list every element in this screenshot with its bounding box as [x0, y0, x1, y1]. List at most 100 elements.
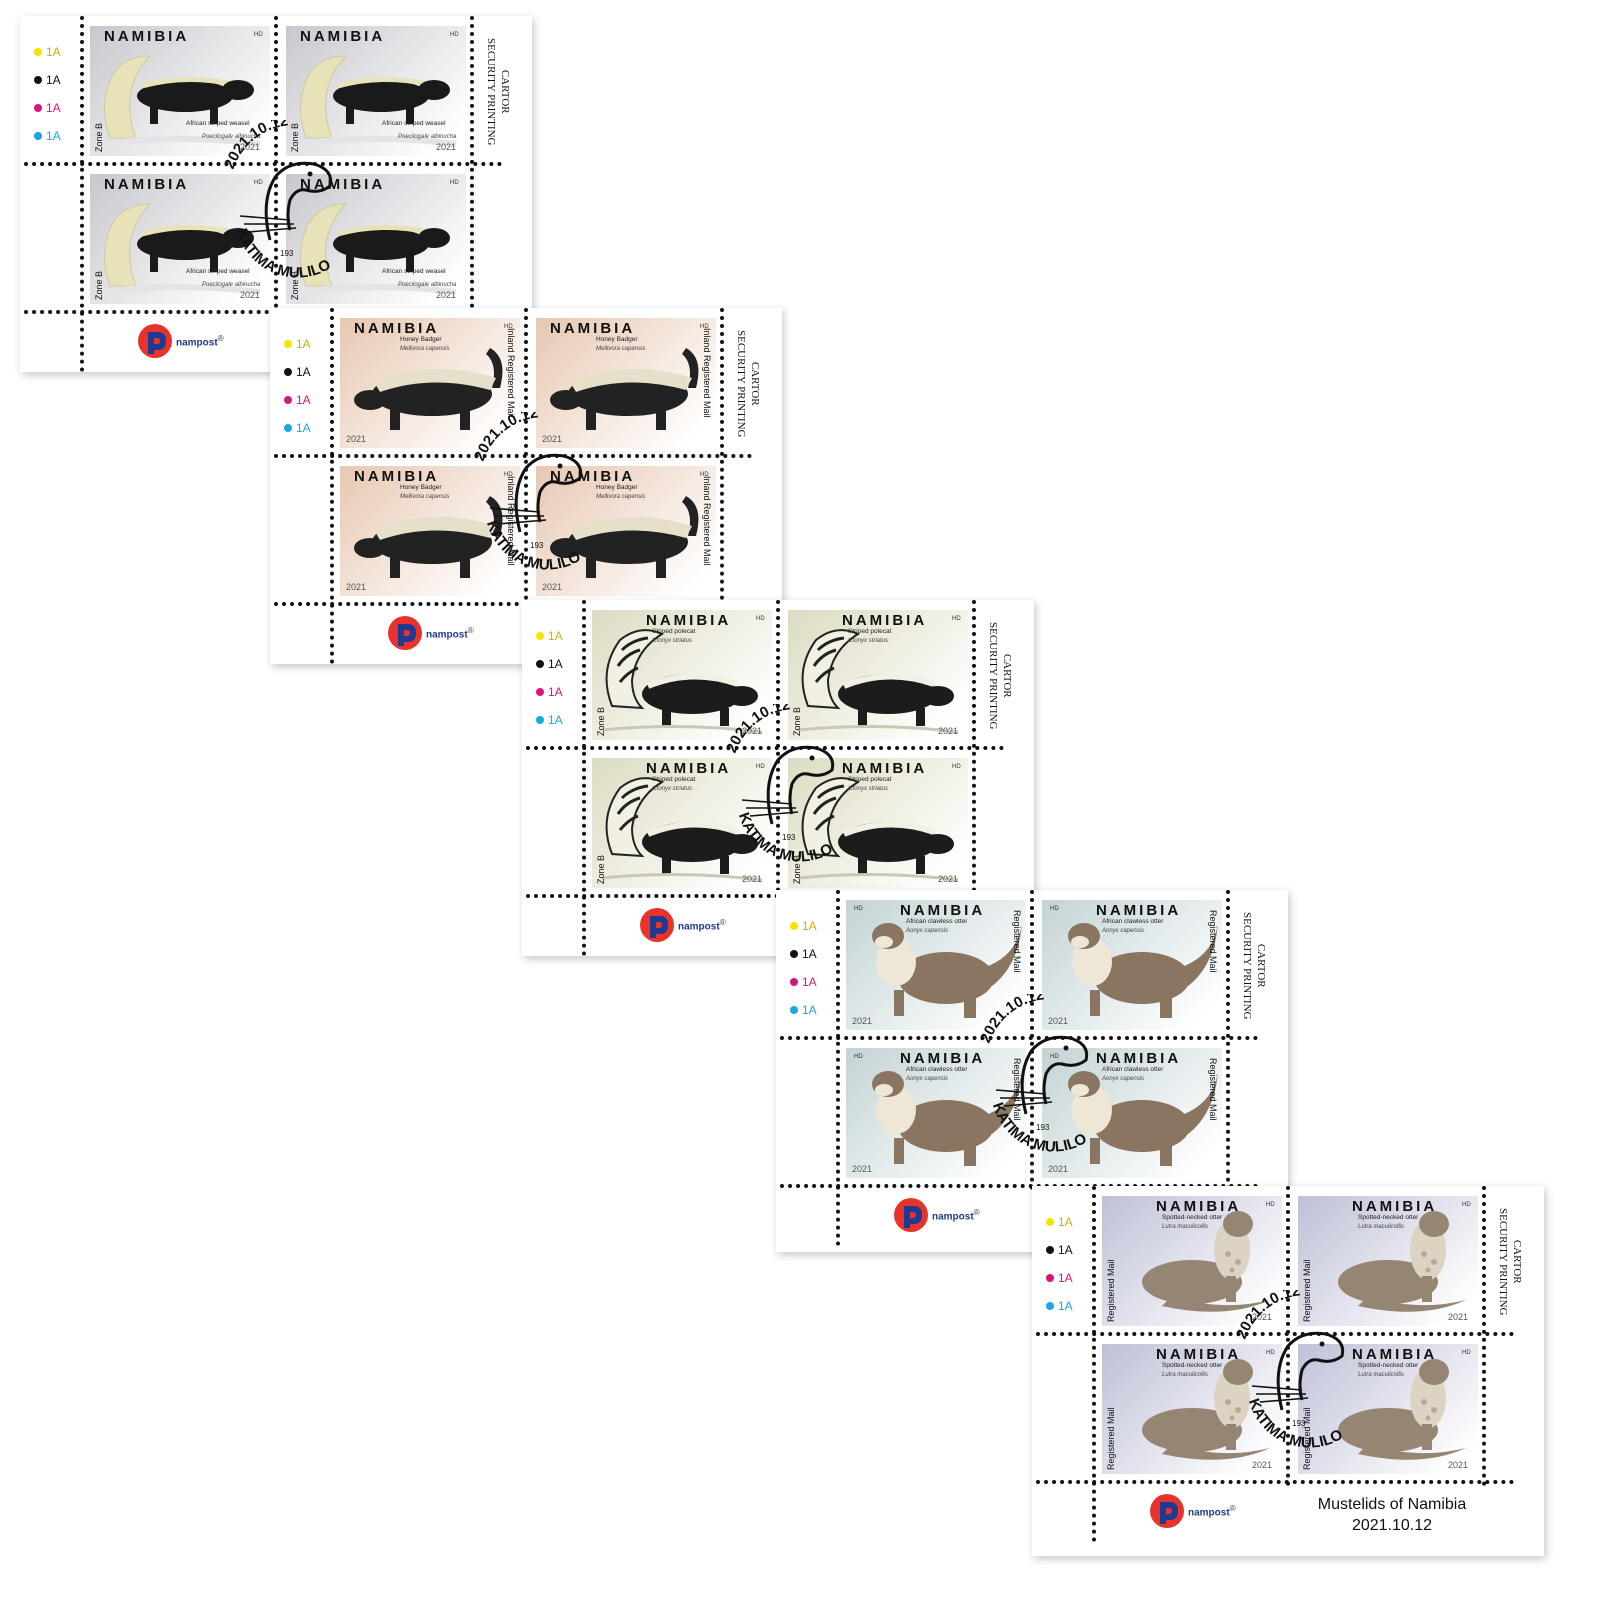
animal-shape-7	[601, 724, 763, 734]
animal-shape-1	[1338, 1408, 1438, 1452]
animal-art	[788, 610, 968, 740]
animal-shape-4	[875, 936, 893, 948]
perforation-row	[526, 894, 1004, 898]
logo-registered: ®	[973, 1207, 980, 1218]
perforation-column	[776, 600, 780, 900]
common-name: African clawless otter	[1102, 1066, 1164, 1073]
common-name: Striped polecat	[848, 776, 892, 783]
animal-shape-1	[333, 228, 429, 260]
animal-shape-6	[964, 1144, 976, 1166]
perforation-row	[274, 602, 752, 606]
stamp-country: NAMIBIA	[104, 28, 190, 45]
animal-illustration	[872, 1071, 1022, 1166]
animal-art	[1298, 1196, 1478, 1326]
animal-shape-5	[656, 558, 666, 578]
common-name: African striped weasel	[382, 120, 446, 127]
logo-name: nampost	[426, 629, 468, 641]
animal-shape-2	[570, 516, 692, 540]
animal-shape-1	[1142, 1408, 1242, 1452]
stamp-country: NAMIBIA	[1156, 1198, 1242, 1215]
stamp-country: NAMIBIA	[900, 1050, 986, 1067]
animal-shape-0	[1358, 1444, 1466, 1460]
animal-shape-4	[726, 834, 758, 854]
animal-shape-3	[222, 228, 254, 248]
printer-line-2: SECURITY PRINTING	[485, 38, 497, 146]
scientific-name: Aonyx capensis	[1102, 928, 1145, 934]
stamp-value: Registered Mail	[1012, 1058, 1022, 1121]
color-bar-row: 1A	[1046, 1292, 1073, 1320]
animal-shape-4	[1225, 1399, 1231, 1405]
hd-mark: HD	[1462, 1202, 1471, 1208]
animal-shape-6	[964, 996, 976, 1018]
animal-shape-5	[894, 1138, 904, 1164]
animal-illustration	[1338, 1359, 1466, 1460]
color-dot	[284, 424, 292, 432]
stamp-value: Registered Mail	[1012, 910, 1022, 973]
color-bar-label: 1A	[1058, 1299, 1073, 1313]
hd-mark: HD	[504, 324, 513, 330]
stamp-year: 2021	[742, 874, 763, 884]
color-bar-row: 1A	[536, 706, 563, 734]
scientific-name: Poecilogale albinucha	[202, 282, 261, 288]
color-dot	[1046, 1218, 1054, 1226]
animal-shape-5	[858, 856, 867, 874]
animal-shape-6	[1229, 1415, 1235, 1421]
nampost-logo-icon	[388, 616, 422, 650]
stamp-year: 2021	[542, 434, 563, 444]
animal-shape-5	[662, 856, 671, 874]
animal-shape-6	[1229, 1267, 1235, 1273]
animal-shape-1	[616, 636, 649, 683]
nampost-logo-icon	[640, 908, 674, 942]
animal-shape-1	[333, 80, 429, 112]
stamp-value: Registered Mail	[1302, 1259, 1312, 1322]
animal-shape-6	[1425, 1267, 1431, 1273]
animal-illustration	[99, 203, 261, 295]
animal-shape-4	[1421, 1251, 1427, 1257]
color-dot	[284, 340, 292, 348]
logo-registered: ®	[467, 625, 474, 636]
color-bar-row: 1A	[536, 678, 563, 706]
hd-mark: HD	[1050, 1054, 1059, 1060]
animal-shape-0	[1162, 1296, 1270, 1312]
animal-shape-0	[1358, 1296, 1466, 1312]
stamp-value: Zone B	[94, 270, 104, 300]
stamp-country: NAMIBIA	[1096, 902, 1182, 919]
color-bar-row: 1A	[1046, 1236, 1073, 1264]
animal-art	[846, 1048, 1026, 1178]
stamp-year: 2021	[742, 726, 763, 736]
logo-name: nampost	[932, 1211, 974, 1223]
stamp-year: 2021	[436, 290, 457, 300]
nampost-logo-icon	[894, 1198, 928, 1232]
animal-illustration	[1142, 1359, 1270, 1460]
color-bar-label: 1A	[802, 975, 817, 989]
color-dot	[790, 978, 798, 986]
stamp-country: NAMIBIA	[354, 320, 440, 337]
nampost-logo: nampost®	[640, 908, 726, 942]
animal-shape-5	[406, 104, 414, 124]
color-bar-label: 1A	[548, 629, 563, 643]
